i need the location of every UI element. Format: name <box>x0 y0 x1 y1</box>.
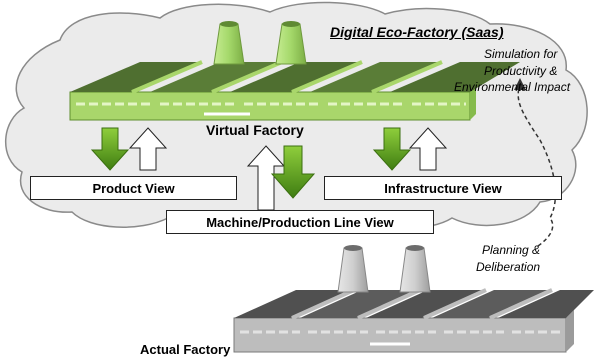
product-view-label: Product View <box>92 180 175 196</box>
arrow-down-right <box>372 127 412 171</box>
diagram-title: Digital Eco-Factory (Saas) <box>330 24 504 40</box>
arrow-down-left <box>90 127 130 171</box>
simulation-note: Simulation for Productivity & <box>484 46 557 80</box>
simulation-note-line-3: Environmental Impact <box>454 80 571 94</box>
actual-factory <box>233 245 594 353</box>
planning-note-line-2: Deliberation <box>476 260 541 274</box>
virtual-factory <box>69 21 520 121</box>
product-view-box: Product View <box>30 176 237 200</box>
simulation-note-line-2: Productivity & <box>484 64 558 78</box>
infrastructure-view-label: Infrastructure View <box>384 180 502 196</box>
machine-line-view-box: Machine/Production Line View <box>166 210 434 234</box>
arrow-down-center <box>270 145 316 199</box>
arrow-up-right <box>408 127 448 171</box>
planning-note: Planning & Deliberation <box>472 242 540 276</box>
machine-line-view-label: Machine/Production Line View <box>206 214 394 230</box>
infrastructure-view-box: Infrastructure View <box>324 176 562 200</box>
simulation-note-line-1: Simulation for <box>484 47 558 61</box>
planning-note-line-1: Planning & <box>482 243 541 257</box>
feedback-dashed-arrow <box>514 78 557 247</box>
arrow-up-left <box>128 127 168 171</box>
virtual-factory-label: Virtual Factory <box>206 122 304 138</box>
actual-factory-label: Actual Factory <box>140 342 231 357</box>
